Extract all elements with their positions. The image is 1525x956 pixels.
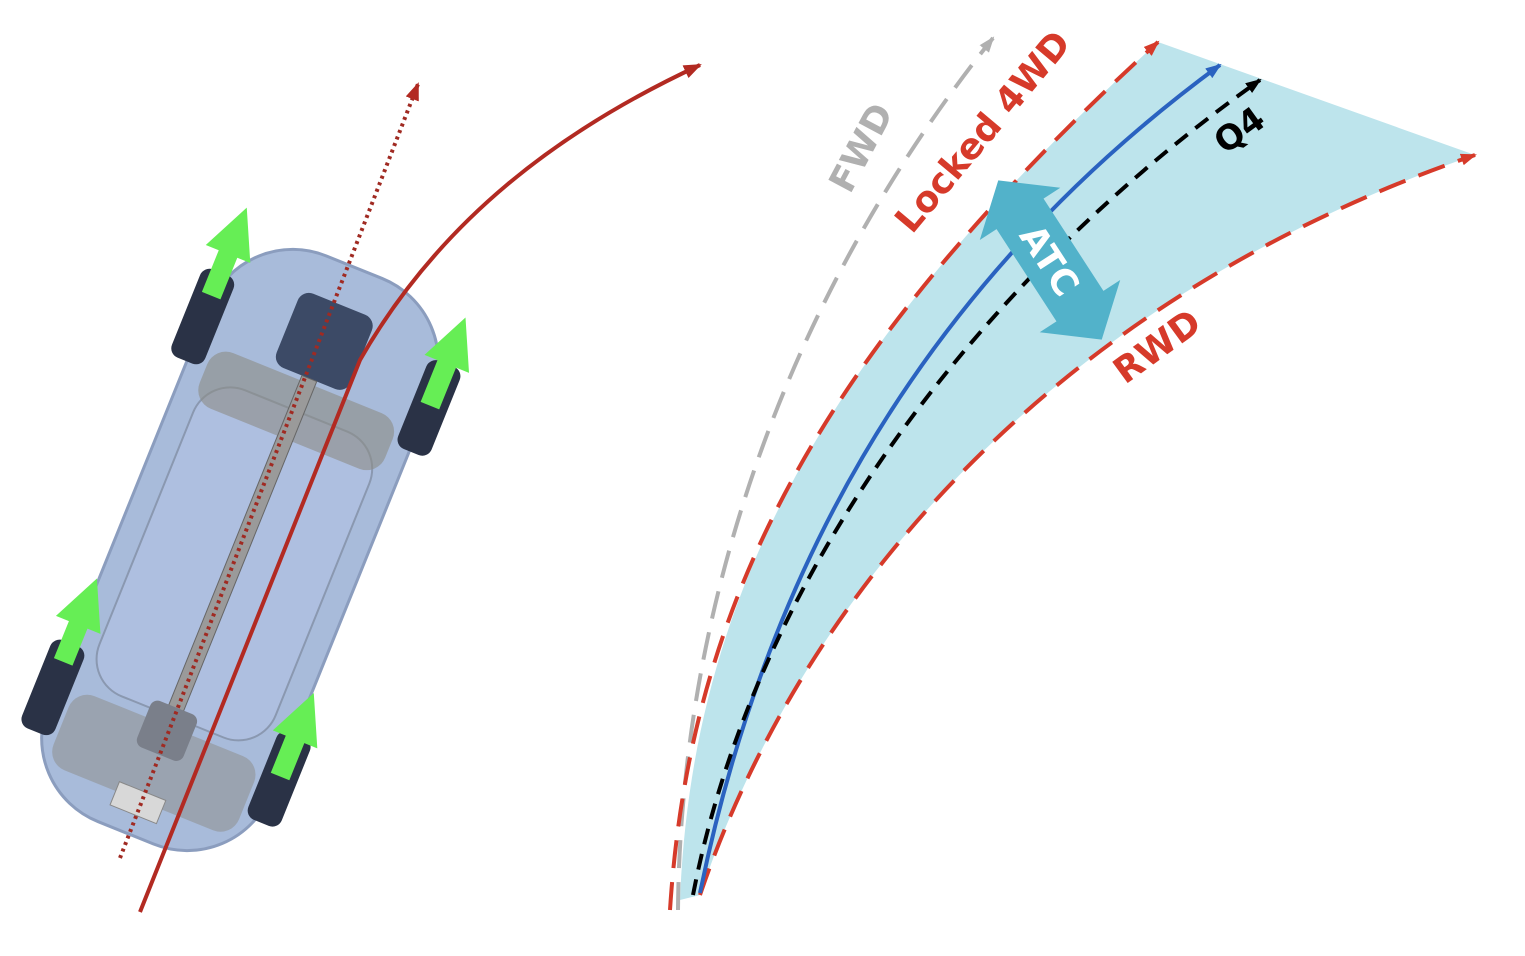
actual-turn-trajectory-arrow — [138, 63, 702, 913]
wheel-force-arrows — [53, 207, 470, 781]
q4-path — [691, 78, 1262, 896]
rear-seat-area — [52, 694, 256, 832]
engine — [275, 292, 373, 390]
locked-4wd-path — [668, 40, 1160, 911]
fwd-path — [676, 36, 995, 911]
force-arrow-rear-right — [270, 693, 318, 781]
actual-path — [698, 63, 1222, 894]
force-arrow-rear-left — [53, 578, 101, 666]
car-top-view — [21, 207, 470, 853]
force-arrow-front-left — [201, 207, 251, 300]
atc-range-band — [680, 42, 1475, 900]
exhaust-muffler — [109, 781, 167, 825]
rwd-path — [698, 153, 1477, 896]
straight-heading-dotted-arrow — [118, 82, 420, 859]
force-arrow-front-right — [420, 317, 470, 410]
